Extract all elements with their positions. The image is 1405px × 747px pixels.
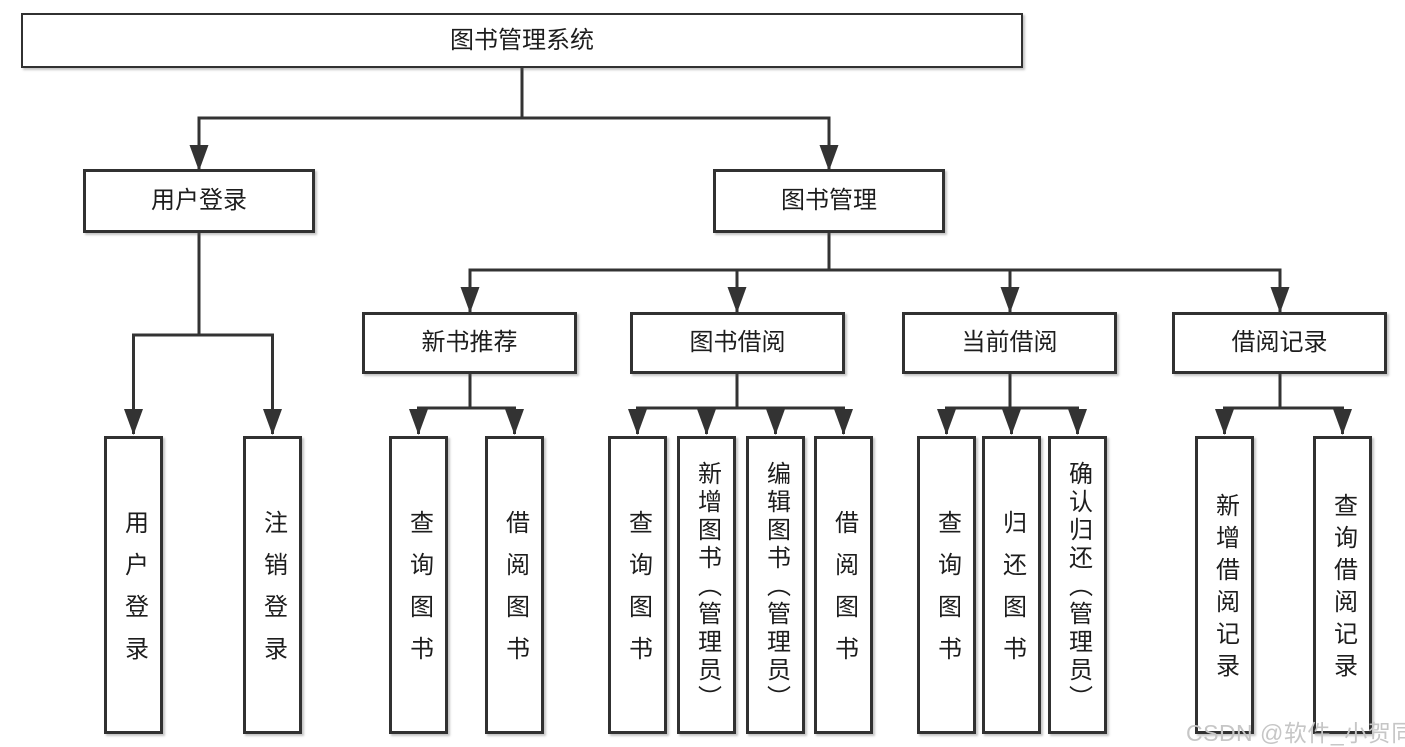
- arrowhead-down-icon: [1215, 409, 1234, 435]
- node-label: 借阅图书: [830, 510, 858, 678]
- node-label: 确认归还（管理员）: [1064, 461, 1092, 713]
- node-label: 查询借阅记录: [1329, 493, 1357, 685]
- node-current-borrowing: 当前借阅: [902, 312, 1117, 374]
- arrowhead-down-icon: [1002, 409, 1021, 435]
- arrowhead-down-icon: [937, 409, 956, 435]
- node-leaf-add-book-admin: 新增图书（管理员）: [677, 436, 736, 734]
- node-label: 图书借阅: [689, 329, 786, 356]
- node-leaf-borrow-books-recommend: 借阅图书: [485, 436, 544, 734]
- node-label: 图书管理系统: [450, 26, 594, 54]
- arrowhead-down-icon: [834, 409, 853, 435]
- node-label: 新书推荐: [421, 329, 518, 356]
- node-label: 编辑图书（管理员）: [762, 461, 790, 713]
- arrowhead-down-icon: [697, 409, 716, 435]
- arrowhead-down-icon: [766, 409, 785, 435]
- node-label: 借阅记录: [1231, 329, 1328, 356]
- arrowhead-down-icon: [1333, 409, 1352, 435]
- arrowhead-down-icon: [263, 409, 282, 435]
- node-label: 用户登录: [151, 187, 247, 214]
- node-label: 新增借阅记录: [1211, 493, 1239, 685]
- node-label: 查询图书: [624, 510, 652, 678]
- arrowhead-down-icon: [124, 409, 143, 435]
- node-leaf-query-borrow-record: 查询借阅记录: [1313, 436, 1372, 734]
- node-leaf-borrow-books-borrowing: 借阅图书: [814, 436, 873, 734]
- node-new-book-recommendation: 新书推荐: [362, 312, 577, 374]
- node-user-login: 用户登录: [83, 169, 315, 233]
- arrowhead-down-icon: [1270, 287, 1290, 313]
- connector-line: [636, 406, 845, 434]
- arrowhead-down-icon: [189, 145, 209, 171]
- node-label: 归还图书: [998, 510, 1026, 678]
- connector-line: [417, 406, 516, 434]
- node-book-management: 图书管理: [713, 169, 945, 233]
- node-leaf-query-books-recommend: 查询图书: [389, 436, 448, 734]
- arrowhead-down-icon: [1000, 287, 1020, 313]
- node-leaf-confirm-return-admin: 确认归还（管理员）: [1048, 436, 1107, 734]
- node-label: 当前借阅: [961, 329, 1058, 356]
- arrowhead-down-icon: [505, 409, 524, 435]
- watermark: CSDN @软件_小贺同学: [1186, 720, 1405, 746]
- node-leaf-user-login: 用户登录: [104, 436, 163, 734]
- node-label: 注销登录: [259, 510, 287, 678]
- node-label: 借阅图书: [501, 510, 529, 678]
- node-leaf-edit-book-admin: 编辑图书（管理员）: [746, 436, 805, 734]
- arrowhead-down-icon: [409, 409, 428, 435]
- node-leaf-query-books-current: 查询图书: [917, 436, 976, 734]
- node-leaf-add-borrow-record: 新增借阅记录: [1195, 436, 1254, 734]
- arrowhead-down-icon: [819, 145, 839, 171]
- connector-line: [468, 268, 1282, 313]
- arrowhead-down-icon: [1068, 409, 1087, 435]
- node-leaf-return-book: 归还图书: [982, 436, 1041, 734]
- node-leaf-logout: 注销登录: [243, 436, 302, 734]
- node-borrowing-records: 借阅记录: [1172, 312, 1387, 374]
- node-label: 新增图书（管理员）: [693, 461, 721, 713]
- node-label: 查询图书: [933, 510, 961, 678]
- node-label: 图书管理: [781, 187, 877, 214]
- connector-line: [132, 333, 274, 434]
- node-label: 用户登录: [120, 510, 148, 678]
- arrowhead-down-icon: [460, 287, 480, 313]
- node-book-borrowing: 图书借阅: [630, 312, 845, 374]
- connector-line: [197, 116, 831, 172]
- connector-line: [1223, 406, 1344, 434]
- arrowhead-down-icon: [628, 409, 647, 435]
- arrowhead-down-icon: [727, 287, 747, 313]
- node-library-management-system: 图书管理系统: [21, 13, 1023, 68]
- node-leaf-query-books-borrowing: 查询图书: [608, 436, 667, 734]
- node-label: 查询图书: [405, 510, 433, 678]
